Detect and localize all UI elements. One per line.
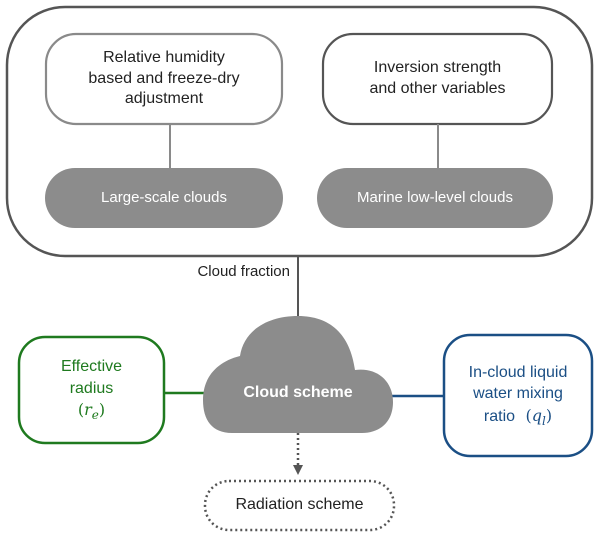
marine-pill-shape	[317, 168, 553, 228]
cloud-scheme-label: Cloud scheme	[243, 383, 353, 401]
liquid-water-line-1: In-cloud liquid	[468, 363, 568, 381]
liquid-water-box-shape	[442, 333, 594, 458]
effective-radius-box-shape	[17, 335, 166, 445]
effective-radius-line-1: Effective	[60, 358, 123, 376]
liquid-water-prefix: ratio	[483, 407, 516, 425]
effective-radius-line-2: radius	[69, 379, 114, 397]
outer-container	[5, 5, 594, 258]
cloud-shape	[203, 316, 393, 433]
liquid-water-var: q	[531, 405, 542, 425]
inversion-box: Inversion strength and other variables	[323, 34, 552, 124]
radiation-pill-shape	[203, 479, 396, 532]
rh-box-shape	[44, 32, 284, 126]
rh-box-line-3: adjustment	[124, 90, 204, 108]
marine-low-clouds-label: Marine low-level clouds	[357, 189, 513, 207]
radiation-scheme-label: Radiation scheme	[235, 496, 364, 514]
liquid-water-node: In-cloud liquid water mixing ratio (ql)	[444, 335, 592, 456]
effective-radius-symbol: (re)	[77, 400, 106, 423]
liquid-water-symbol: (ql)	[525, 405, 553, 429]
marine-low-clouds-node: Marine low-level clouds	[317, 168, 553, 228]
liquid-water-line-2: water mixing	[473, 385, 563, 403]
inversion-box-line-1: Inversion strength	[373, 59, 502, 77]
large-scale-pill-shape	[45, 168, 283, 228]
rh-box: Relative humidity based and freeze-dry a…	[46, 34, 282, 124]
radiation-scheme-node: Radiation scheme	[205, 481, 394, 530]
large-scale-clouds-node: Large-scale clouds	[45, 168, 283, 228]
cloud-fraction-text: Cloud fraction	[197, 263, 290, 281]
effective-radius-node: Effective radius (re)	[19, 337, 164, 443]
inversion-box-line-2: and other variables	[369, 80, 506, 97]
large-scale-clouds-label: Large-scale clouds	[101, 189, 227, 207]
effective-radius-var: r	[84, 400, 92, 420]
cloud-fraction-label: Cloud fraction	[160, 261, 290, 283]
rh-box-line-1: Relative humidity	[103, 48, 225, 66]
liquid-water-sub: l	[541, 414, 546, 429]
cloud-scheme-node: Cloud scheme	[203, 378, 393, 408]
liquid-water-line-3: ratio (ql)	[484, 405, 552, 429]
rh-box-line-2: based and freeze-dry	[88, 69, 240, 87]
effective-radius-sub: e	[91, 408, 99, 423]
